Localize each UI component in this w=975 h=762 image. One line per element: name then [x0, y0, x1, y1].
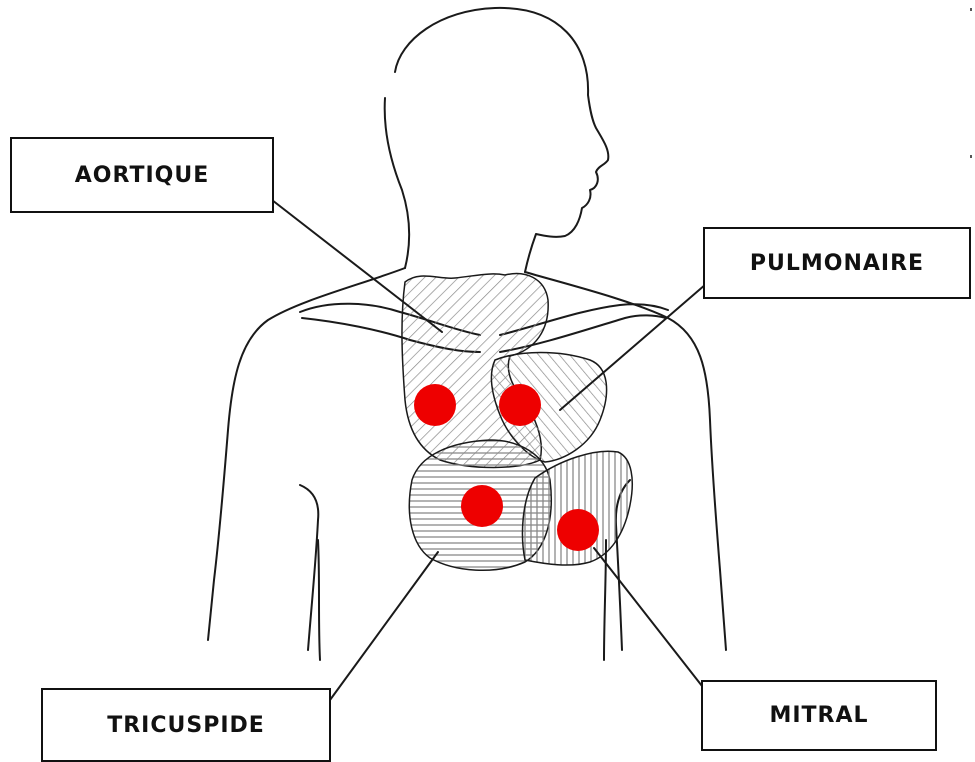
label-tricuspide-text: TRICUSPIDE — [107, 713, 265, 738]
right-torso-inner — [604, 540, 606, 660]
head-outline — [395, 8, 608, 272]
label-tricuspide: TRICUSPIDE — [41, 688, 331, 762]
label-pulmonaire-text: PULMONAIRE — [750, 251, 924, 276]
mitral-point — [557, 509, 599, 551]
label-mitral-text: MITRAL — [769, 703, 868, 728]
neck-back — [385, 98, 410, 268]
aortic-point — [414, 384, 456, 426]
left-torso-inner — [318, 540, 320, 660]
leader-tricuspide — [330, 552, 438, 700]
label-aortique-text: AORTIQUE — [75, 163, 209, 188]
label-mitral: MITRAL — [701, 680, 937, 751]
left-shoulder — [208, 268, 405, 640]
left-torso — [300, 485, 318, 650]
leader-aortique — [272, 200, 442, 332]
label-pulmonaire: PULMONAIRE — [703, 227, 971, 299]
tricuspid-point — [461, 485, 503, 527]
pulmonary-point — [499, 384, 541, 426]
leader-pulmonaire — [560, 278, 713, 410]
leader-mitral — [594, 548, 702, 686]
label-aortique: AORTIQUE — [10, 137, 274, 213]
edge-specks — [970, 8, 972, 158]
